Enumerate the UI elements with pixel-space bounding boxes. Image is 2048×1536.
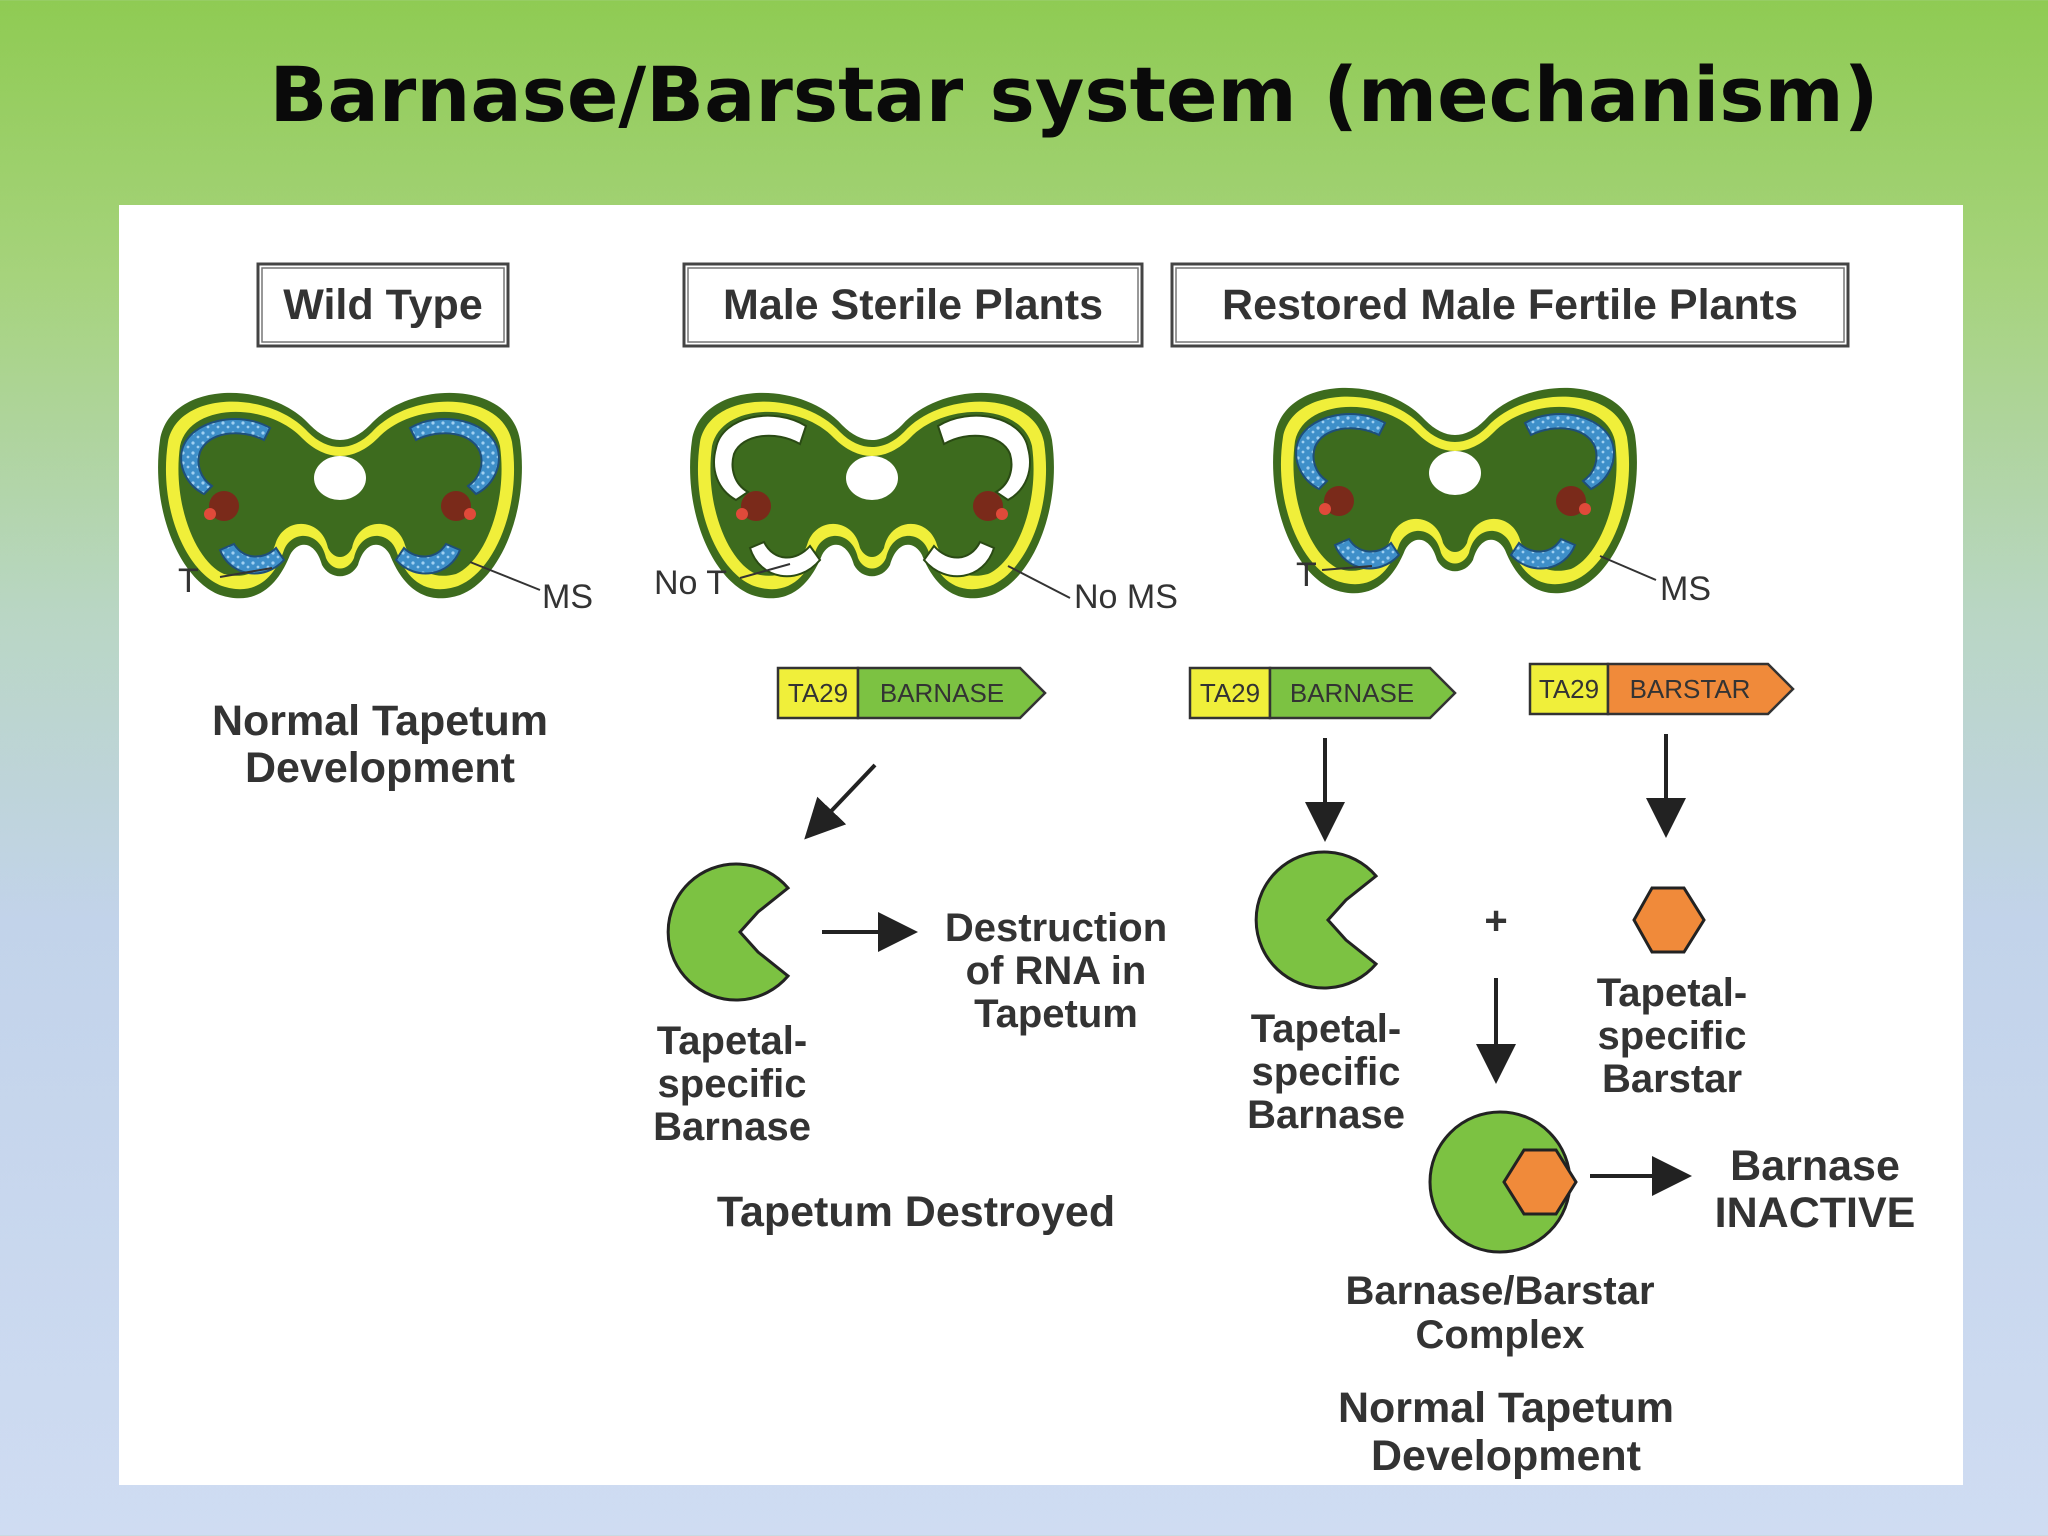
leader-rs-ms — [1599, 555, 1657, 581]
inactive-label-1: Barnase — [1730, 1142, 1900, 1190]
complex-label-2: Complex — [1416, 1313, 1585, 1357]
barstar-label-2: specific — [1598, 1014, 1747, 1058]
label-wt-t: T — [178, 562, 199, 600]
sterile-protein-label-2: specific — [658, 1062, 807, 1106]
restored-outcome-1: Normal Tapetum — [1338, 1384, 1674, 1432]
complex-label-1: Barnase/Barstar — [1345, 1269, 1654, 1313]
barnase-protein-restored — [1254, 850, 1379, 990]
header-wild-type-label: Wild Type — [283, 281, 482, 329]
promoter-label-sterile: TA29 — [788, 678, 848, 708]
leader-st-not — [739, 563, 791, 579]
sterile-outcome: Tapetum Destroyed — [717, 1188, 1115, 1236]
restored-barnase-label-1: Tapetal- — [1251, 1007, 1401, 1051]
barstar-label-1: Tapetal- — [1597, 971, 1747, 1015]
slide-title: Barnase/Barstar system (mechanism) — [269, 50, 1879, 139]
sterile-effect-2: of RNA in — [966, 949, 1147, 993]
sterile-protein-label-3: Barnase — [653, 1105, 811, 1149]
barnase-gene-label-sterile: BARNASE — [880, 678, 1004, 708]
restored-outcome-2: Development — [1371, 1432, 1641, 1480]
header-male-sterile-label: Male Sterile Plants — [723, 281, 1103, 329]
header-male-sterile: Male Sterile Plants — [682, 262, 1144, 348]
header-restored-label: Restored Male Fertile Plants — [1222, 281, 1798, 329]
gene-construct-restored-barnase: TA29 BARNASE — [1188, 666, 1457, 720]
label-st-not: No T — [654, 564, 727, 602]
label-st-noms: No MS — [1074, 578, 1178, 616]
header-wild-type: Wild Type — [256, 262, 510, 348]
barnase-protein-sterile — [666, 862, 791, 1002]
leader-rs-t — [1321, 565, 1373, 571]
sterile-effect-3: Tapetum — [974, 992, 1138, 1036]
label-wt-ms: MS — [542, 578, 593, 616]
restored-barnase-label-3: Barnase — [1247, 1093, 1405, 1137]
anther-wild-type — [158, 392, 522, 599]
gene-construct-sterile-barnase: TA29 BARNASE — [776, 666, 1047, 720]
anther-male-sterile — [690, 392, 1054, 599]
inactive-label-2: INACTIVE — [1715, 1189, 1916, 1237]
leader-wt-t — [219, 567, 273, 578]
restored-barnase-label-2: specific — [1252, 1050, 1401, 1094]
barnase-barstar-complex — [1428, 1110, 1578, 1254]
barstar-gene-label: BARSTAR — [1630, 674, 1751, 704]
wild-caption-line1: Normal Tapetum — [212, 697, 548, 745]
promoter-label-restored-1: TA29 — [1200, 678, 1260, 708]
header-restored: Restored Male Fertile Plants — [1170, 262, 1850, 348]
barstar-label-3: Barstar — [1602, 1057, 1742, 1101]
leader-wt-ms — [469, 561, 541, 591]
promoter-label-restored-2: TA29 — [1539, 674, 1599, 704]
plus-sign: + — [1484, 899, 1507, 943]
sterile-protein-label-1: Tapetal- — [657, 1019, 807, 1063]
barstar-protein — [1632, 886, 1706, 954]
leader-st-noms — [1007, 565, 1071, 599]
gene-construct-restored-barstar: TA29 BARSTAR — [1528, 662, 1795, 716]
anther-restored — [1273, 387, 1637, 594]
label-rs-ms: MS — [1660, 570, 1711, 608]
barnase-gene-label-restored: BARNASE — [1290, 678, 1414, 708]
sterile-effect-1: Destruction — [945, 906, 1167, 950]
arrow-sterile-expression — [804, 763, 877, 840]
wild-caption-line2: Development — [245, 744, 515, 792]
label-rs-t: T — [1296, 556, 1317, 594]
